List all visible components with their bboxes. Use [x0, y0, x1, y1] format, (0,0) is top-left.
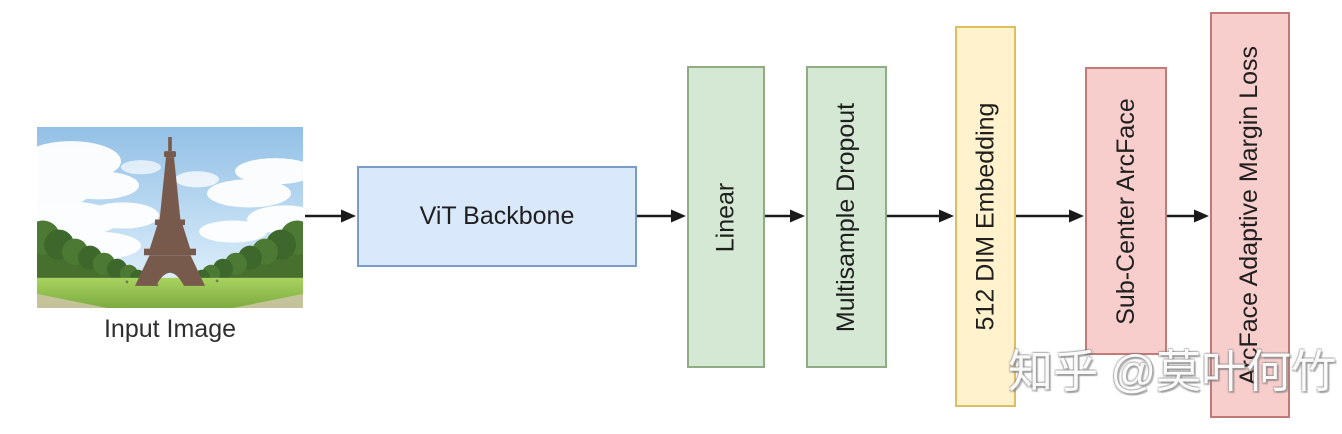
node-arcface-adaptive-margin-loss: ArcFace Adaptive Margin Loss [1210, 12, 1290, 418]
arrow-subcenter-to-loss [1167, 209, 1209, 223]
tree-row-left [37, 220, 146, 290]
zhihu-watermark: 知乎 @莫叶何竹 [1008, 346, 1337, 397]
eiffel-tower-illustration [37, 127, 303, 308]
node-linear: Linear [687, 66, 765, 368]
node-vit-backbone-label: ViT Backbone [419, 202, 575, 230]
node-sub-center-arcface: Sub-Center ArcFace [1085, 67, 1167, 355]
node-sub-center-arcface-label: Sub-Center ArcFace [1111, 97, 1140, 325]
node-arcface-adaptive-margin-loss-label: ArcFace Adaptive Margin Loss [1235, 45, 1264, 385]
node-multisample-dropout: Multisample Dropout [806, 66, 887, 368]
arrow-linear-to-multisample [765, 209, 805, 223]
arrow-embedding-to-subcenter [1016, 209, 1084, 223]
eiffel-tower [135, 137, 205, 286]
arrow-vit-to-linear [637, 209, 686, 223]
input-image-label: Input Image [103, 315, 237, 343]
node-512-dim-embedding-label: 512 DIM Embedding [971, 102, 999, 331]
tree-row-right [194, 220, 303, 290]
node-linear-label: Linear [711, 182, 740, 252]
node-multisample-dropout-label: Multisample Dropout [832, 102, 861, 332]
arrow-input-to-vit [305, 209, 356, 223]
eiffel-tower-photo [37, 127, 303, 308]
node-512-dim-embedding: 512 DIM Embedding [955, 26, 1016, 407]
arrow-multisample-to-embedding [887, 209, 954, 223]
node-vit-backbone: ViT Backbone [357, 166, 637, 267]
